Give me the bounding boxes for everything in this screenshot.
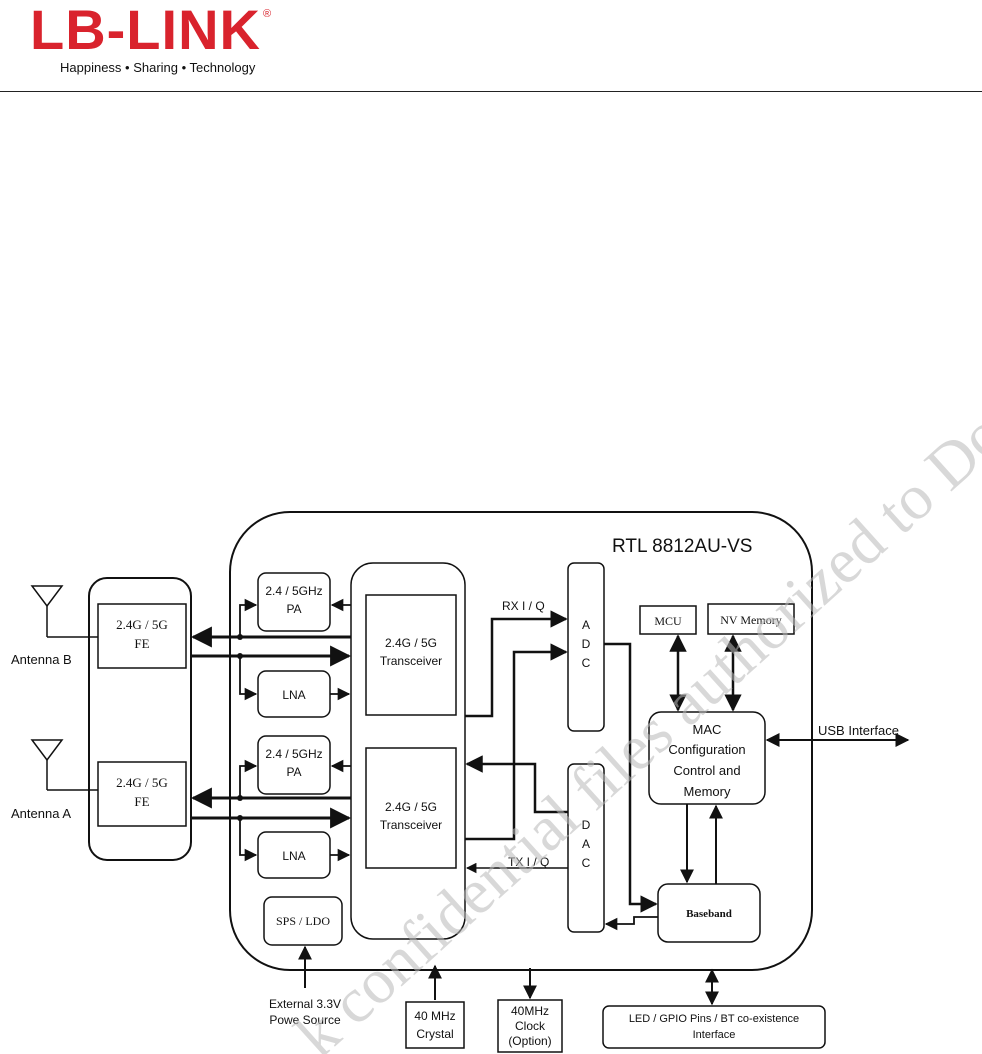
fe-box-b (97, 603, 187, 669)
clock-line3: (Option) (508, 1034, 551, 1048)
mac-line4: Memory (684, 784, 731, 799)
pa-box-bottom (257, 735, 331, 795)
mac-line3: Control and (673, 763, 740, 778)
antenna-a-label: Antenna A (11, 806, 71, 821)
sps-ldo-box (263, 896, 343, 946)
transceiver-column (350, 562, 466, 940)
dac-letter-2: A (582, 837, 590, 851)
transceiver-top-line1: 2.4G / 5G (385, 636, 437, 650)
nv-memory-label: NV Memory (720, 613, 781, 627)
rx-iq-label: RX I / Q (502, 599, 545, 613)
tagline: Happiness • Sharing • Technology (60, 60, 256, 75)
baseband-label: Baseband (686, 908, 732, 920)
crystal-line2: Crystal (416, 1027, 453, 1041)
ext-power-line1: External 3.3V (269, 997, 341, 1011)
clock-line1: 40MHz (511, 1004, 549, 1018)
transceiver-top-line2: Transceiver (380, 654, 442, 668)
adc-letter-1: A (582, 618, 590, 632)
crystal-box (405, 1001, 465, 1049)
mcu-box (639, 605, 697, 635)
crystal-line1: 40 MHz (414, 1009, 455, 1023)
fe-a-line1: 2.4G / 5G (116, 775, 168, 790)
lna-bottom-label: LNA (282, 849, 305, 863)
dac-letter-1: D (582, 818, 591, 832)
transceiver-bottom-line1: 2.4G / 5G (385, 800, 437, 814)
fe-column (88, 577, 192, 861)
fe-b-line2: FE (134, 636, 149, 651)
pa-box-top (257, 572, 331, 632)
adc-box (567, 562, 605, 732)
mac-line1: MAC (693, 722, 722, 737)
clock-line2: Clock (515, 1019, 546, 1033)
dac-letter-3: C (582, 856, 591, 870)
logo-mark-letter: L (30, 0, 66, 61)
pa-top-line2: PA (286, 602, 301, 616)
usb-interface-label: USB Interface (818, 723, 899, 738)
logo-text: B-LINK (65, 0, 261, 61)
chip-label: RTL 8812AU-VS (612, 536, 752, 557)
led-gpio-line1: LED / GPIO Pins / BT co-existence (629, 1013, 799, 1025)
baseband-box (657, 883, 761, 943)
led-gpio-line2: Interface (693, 1029, 736, 1041)
led-gpio-box (602, 1005, 826, 1049)
adc-letter-3: C (582, 656, 591, 670)
pa-top-line1: 2.4 / 5GHz (265, 584, 322, 598)
nv-memory-box (707, 603, 795, 635)
chip-outline (229, 511, 813, 971)
mac-box (648, 711, 766, 805)
antenna-b-label: Antenna B (11, 652, 72, 667)
ext-power-line2: Powe Source (269, 1013, 341, 1027)
lna-top-label: LNA (282, 688, 305, 702)
sps-ldo-label: SPS / LDO (276, 914, 330, 928)
mac-line2: Configuration (668, 742, 745, 757)
registered-mark: ® (262, 8, 272, 20)
pa-bottom-line1: 2.4 / 5GHz (265, 747, 322, 761)
antenna-a-icon (30, 739, 98, 791)
tx-iq-label: TX I / Q (508, 855, 549, 869)
mcu-label: MCU (654, 614, 682, 628)
pa-bottom-line2: PA (286, 765, 301, 779)
transceiver-box-top (365, 594, 457, 716)
transceiver-bottom-line2: Transceiver (380, 818, 442, 832)
antenna-b-icon (30, 585, 98, 638)
dac-box (567, 763, 605, 933)
page-header: L B-LINK ® Happiness • Sharing • Technol… (0, 0, 982, 100)
fe-b-line1: 2.4G / 5G (116, 617, 168, 632)
transceiver-box-bottom (365, 747, 457, 869)
lb-link-logo: L B-LINK ® (30, 2, 271, 58)
adc-letter-2: D (582, 637, 591, 651)
header-divider (0, 91, 982, 92)
connection-lines (190, 598, 910, 1006)
clock-box (497, 999, 563, 1053)
fe-a-line2: FE (134, 794, 149, 809)
fe-box-a (97, 761, 187, 827)
